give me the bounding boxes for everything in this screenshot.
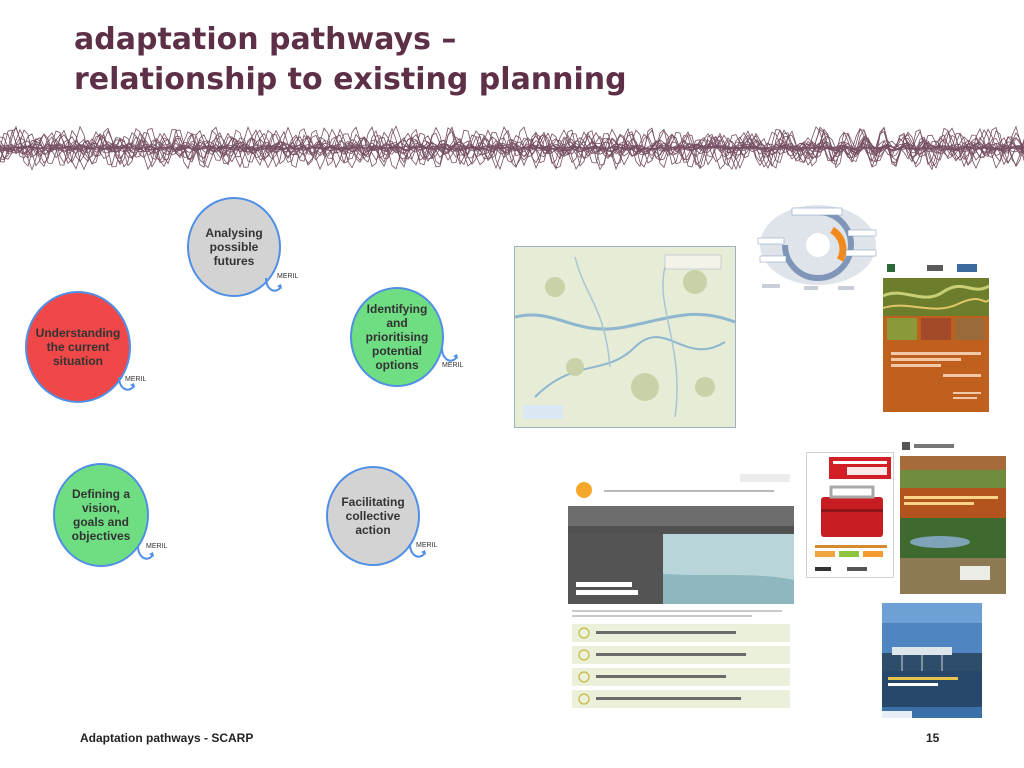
loop-arrow-icon [118,376,135,391]
meril-tag: MERIL [442,362,464,369]
step-analysing-possible-futures: Analysing possible futures [187,197,281,297]
waterfront-report-cover-image [882,603,982,718]
loop-arrow-icon [441,347,458,362]
wave-line [0,126,1024,169]
climate-adaptation-toolkit-image [806,452,894,578]
wave-line [0,126,1024,171]
step-understanding-current-situation: Understanding the current situation [25,291,131,403]
decorative-wave-band [0,125,1024,171]
step-facilitating-collective-action: Facilitating collective action [326,466,420,566]
meril-tag: MERIL [416,542,438,549]
step-label: Analysing possible futures [205,226,263,268]
loop-arrow-icon [409,543,426,558]
step-label: Defining a vision, goals and objectives [71,487,131,543]
wave-line [0,128,1024,171]
loop-arrow-icon [137,545,154,560]
meril-tag: MERIL [125,376,147,383]
loop-arrow-icon [265,277,282,292]
step-defining-vision-goals-objectives: Defining a vision, goals and objectives [53,463,149,567]
adaptation-lens-website-screenshot [568,470,794,714]
meril-tag: MERIL [277,273,299,280]
wetland-report-cover-image [900,438,1006,594]
meril-tag: MERIL [146,543,168,550]
footer-text: Adaptation pathways - SCARP [80,731,254,745]
catchment-management-report-cover-image [883,256,989,412]
step-identifying-prioritising-options: Identifying and prioritising potential o… [350,287,444,387]
process-cycle-diagram-image [752,200,884,298]
step-label: Understanding the current situation [35,326,121,368]
title-line-1: adaptation pathways – [74,22,457,57]
wave-line [0,126,1024,168]
step-label: Identifying and prioritising potential o… [365,302,429,372]
step-label: Facilitating collective action [341,495,405,537]
adaptation-navigator-map-image [514,246,736,428]
title-line-2: relationship to existing planning [74,62,627,97]
slide-title: adaptation pathways – relationship to ex… [74,20,627,100]
page-number: 15 [926,731,940,745]
